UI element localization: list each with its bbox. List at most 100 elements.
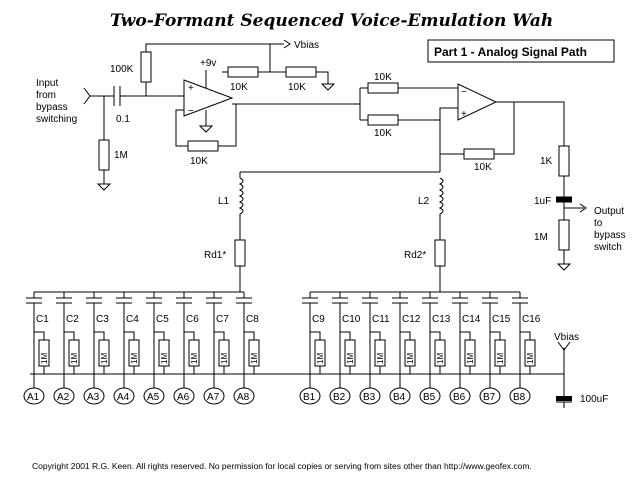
bank-1m-resistor bbox=[374, 339, 386, 367]
bank-1m-value: 1M bbox=[250, 353, 259, 364]
control-node-label: B1 bbox=[303, 392, 316, 403]
capacitor-label: C2 bbox=[66, 314, 79, 325]
rd1-resistor bbox=[234, 239, 246, 267]
resistor-lead bbox=[34, 331, 45, 374]
capacitor-C4 bbox=[116, 292, 132, 378]
ground-icon bbox=[96, 183, 112, 191]
inductor-l1 bbox=[238, 177, 244, 240]
bank-1m-value: 1M bbox=[526, 353, 535, 364]
input-label-line-4: switching bbox=[36, 114, 77, 125]
opamp-2 bbox=[457, 83, 498, 121]
control-node-label: B5 bbox=[423, 392, 436, 403]
input-1m-resistor bbox=[98, 139, 110, 171]
capacitor-label: C11 bbox=[372, 314, 390, 325]
bank-1m-value: 1M bbox=[316, 353, 325, 364]
capacitor-label: C4 bbox=[126, 314, 139, 325]
rd1-label: Rd1* bbox=[204, 250, 226, 261]
c100uf-value: 100uF bbox=[580, 394, 608, 405]
bias-100k-value: 100K bbox=[110, 64, 134, 75]
capacitor-C15 bbox=[482, 292, 498, 378]
bank-1m-resistor bbox=[404, 339, 416, 367]
resistor-lead bbox=[154, 331, 165, 374]
opamp-1-feedback-wire bbox=[175, 104, 237, 147]
bank-1m-resistor bbox=[158, 339, 170, 367]
capacitor-C16 bbox=[512, 292, 528, 378]
control-node-B7 bbox=[479, 387, 501, 405]
output-label-line-2: to bbox=[594, 218, 603, 229]
output-label-line-1: Output bbox=[594, 206, 624, 217]
bank-1m-value: 1M bbox=[220, 353, 229, 364]
capacitor-C13 bbox=[422, 292, 438, 378]
control-node-B4 bbox=[389, 387, 411, 405]
bank-1m-value: 1M bbox=[100, 353, 109, 364]
control-node-A8 bbox=[233, 387, 255, 405]
inductor-l2 bbox=[438, 177, 444, 240]
capacitor-C1 bbox=[26, 292, 42, 378]
control-node-label: A1 bbox=[27, 392, 40, 403]
bank-1m-resistor bbox=[344, 339, 356, 367]
control-node-label: B4 bbox=[393, 392, 406, 403]
capacitor-label: C12 bbox=[402, 314, 421, 325]
bank-1m-resistor bbox=[494, 339, 506, 367]
control-node-label: A4 bbox=[117, 392, 130, 403]
inductor-bus bbox=[239, 154, 441, 178]
capacitor-C12 bbox=[392, 292, 408, 378]
svg-text:+: + bbox=[461, 109, 467, 120]
bank-1m-resistor bbox=[248, 339, 260, 367]
control-node-label: B7 bbox=[483, 392, 496, 403]
resistor-lead bbox=[460, 331, 471, 374]
input-jack bbox=[83, 87, 114, 105]
opamp-2-feedback-value: 10K bbox=[474, 162, 492, 173]
c100uf-capacitor bbox=[556, 401, 572, 408]
resistor-lead bbox=[370, 331, 381, 374]
control-node-label: B6 bbox=[453, 392, 466, 403]
rd2-label: Rd2* bbox=[404, 250, 426, 261]
control-node-B2 bbox=[329, 387, 351, 405]
c100uf-plate bbox=[556, 396, 572, 401]
capacitor-C6 bbox=[176, 292, 192, 378]
bank-1m-resistor bbox=[68, 339, 80, 367]
vbias-top-label: Vbias bbox=[294, 40, 319, 51]
opamp-1 bbox=[183, 79, 234, 117]
control-node-label: B2 bbox=[333, 392, 346, 403]
bank-1m-resistor bbox=[434, 339, 446, 367]
bank-1m-resistor bbox=[314, 339, 326, 367]
control-node-A4 bbox=[113, 387, 135, 405]
control-node-B3 bbox=[359, 387, 381, 405]
bank-1m-resistor bbox=[188, 339, 200, 367]
mixer-input-wires bbox=[359, 87, 458, 121]
output-label-line-4: switch bbox=[594, 242, 622, 253]
bank-1m-resistor bbox=[128, 339, 140, 367]
rd2-resistor bbox=[434, 239, 446, 267]
resistor-lead bbox=[400, 331, 411, 374]
opamp-2-feedback-10k bbox=[463, 148, 495, 160]
output-ground-icon bbox=[556, 250, 572, 271]
capacitor-C8 bbox=[236, 292, 252, 378]
control-node-B5 bbox=[419, 387, 441, 405]
part-label: Part 1 - Analog Signal Path bbox=[434, 45, 587, 59]
control-node-A5 bbox=[143, 387, 165, 405]
input-label-line-1: Input bbox=[36, 78, 58, 89]
output-label-line-3: bypass bbox=[594, 230, 626, 241]
capacitor-C14 bbox=[452, 292, 468, 378]
capacitor-label: C5 bbox=[156, 314, 169, 325]
control-node-A3 bbox=[83, 387, 105, 405]
control-node-label: A2 bbox=[57, 392, 70, 403]
resistor-lead bbox=[310, 331, 321, 374]
capacitor-C2 bbox=[56, 292, 72, 378]
svg-text:−: − bbox=[188, 106, 194, 117]
capacitor-label: C16 bbox=[522, 314, 541, 325]
opamp-2-feedback-wire bbox=[439, 102, 515, 155]
resistor-lead bbox=[214, 331, 225, 374]
bank-1m-resistor bbox=[464, 339, 476, 367]
bank-1m-value: 1M bbox=[70, 353, 79, 364]
control-node-A7 bbox=[203, 387, 225, 405]
control-node-A2 bbox=[53, 387, 75, 405]
resistor-lead bbox=[490, 331, 501, 374]
